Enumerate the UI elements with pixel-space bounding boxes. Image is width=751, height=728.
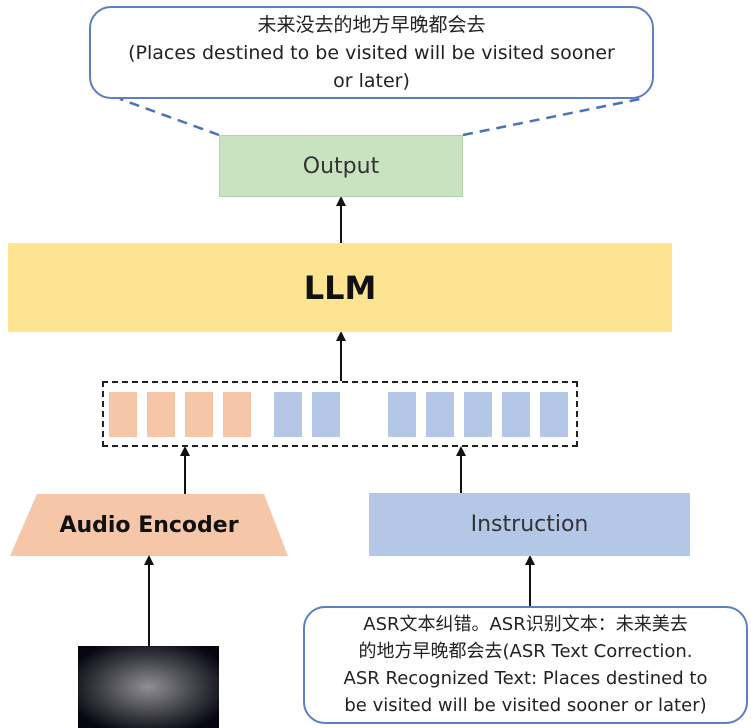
output-text-en-2: or later) xyxy=(333,69,410,92)
audio-waveform-image xyxy=(78,646,219,728)
text-token xyxy=(426,392,454,437)
input-text-line-3: ASR Recognized Text: Places destined to xyxy=(343,668,708,689)
output-label: Output xyxy=(302,153,380,179)
audio-encoder-shape xyxy=(10,494,288,556)
audio-token xyxy=(223,392,251,437)
instruction-box: Instruction xyxy=(369,493,690,556)
audio-encoder: Audio Encoder xyxy=(10,494,288,556)
output-text-zh: 未来没去的地方早晚都会去 xyxy=(257,13,486,36)
text-token xyxy=(274,392,302,437)
llm-label: LLM xyxy=(303,268,377,307)
output-box: Output xyxy=(219,135,463,197)
input-text-line-2: 的地方早晚都会去(ASR Text Correction. xyxy=(358,641,693,662)
text-token xyxy=(540,392,568,437)
output-text-en-1: (Places destined to be visited will be v… xyxy=(128,41,615,64)
output-text-bubble: 未来没去的地方早晚都会去 (Places destined to be visi… xyxy=(89,6,654,99)
input-text-line-4: be visited will be visited sooner or lat… xyxy=(344,695,707,716)
text-token xyxy=(502,392,530,437)
callout-line-right xyxy=(462,97,641,137)
input-text-bubble: ASR文本纠错。ASR识别文本：未来美去 的地方早晚都会去(ASR Text C… xyxy=(303,606,748,724)
text-token xyxy=(312,392,340,437)
instruction-label: Instruction xyxy=(470,512,589,537)
audio-encoder-label: Audio Encoder xyxy=(59,512,239,538)
text-token xyxy=(388,392,416,437)
input-text-line-1: ASR文本纠错。ASR识别文本：未来美去 xyxy=(363,614,688,635)
text-token xyxy=(464,392,492,437)
audio-token xyxy=(185,392,213,437)
llm-box: LLM xyxy=(8,243,672,332)
audio-token xyxy=(147,392,175,437)
token-sequence-frame xyxy=(102,381,578,447)
audio-token xyxy=(109,392,137,437)
callout-line-left xyxy=(119,97,220,137)
